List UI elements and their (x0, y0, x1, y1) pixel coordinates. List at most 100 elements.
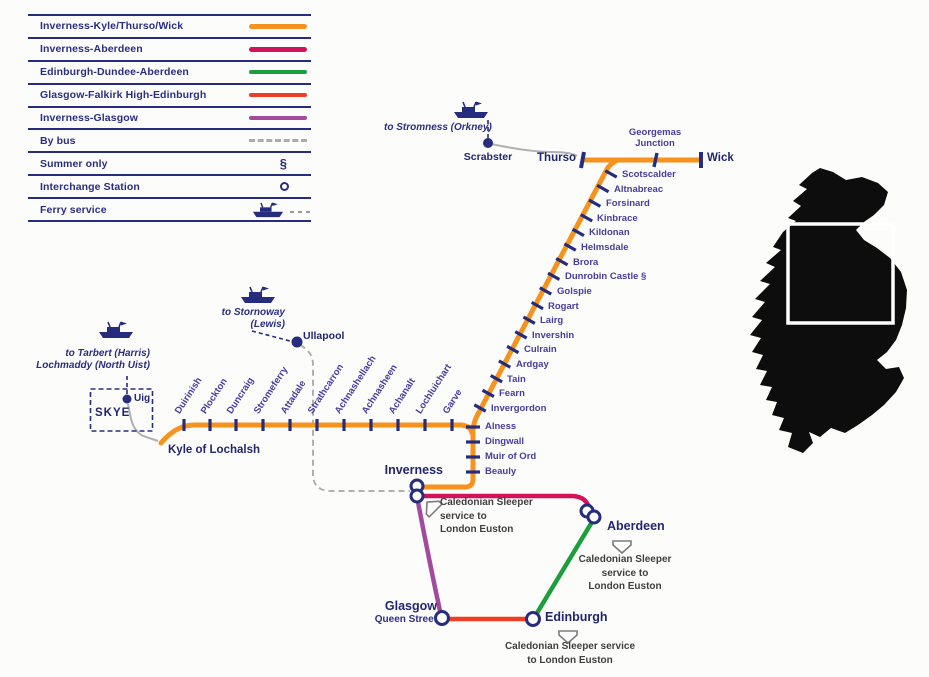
station-label-lairg: Lairg (540, 315, 564, 326)
note-line: Caledonian Sleeper service (504, 641, 636, 652)
inset-coverage-rectangle (786, 222, 895, 325)
tick-rogart (530, 300, 544, 311)
tick-dunrobin-castle (547, 271, 561, 281)
tarbert-line2: Lochmaddy (North Uist) (36, 359, 150, 371)
station-label-golspie: Golspie (557, 286, 592, 297)
station-label-tain: Tain (507, 374, 526, 385)
tick-ardgay (498, 359, 512, 369)
station-label-uig: Uig (134, 393, 151, 404)
tick-culrain (506, 344, 520, 355)
legend-route-line-swatch (249, 24, 307, 29)
legend-label: Glasgow-Falkirk High-Edinburgh (40, 89, 207, 102)
legend-symbol (241, 139, 307, 143)
tarbert-line1: to Tarbert (Harris) (65, 348, 150, 359)
tick-brora (555, 257, 569, 267)
legend-row-interchange-station: Interchange Station (28, 176, 311, 200)
georgemas-junction-tick (652, 152, 659, 168)
sleeper-arrow-aberdeen (612, 540, 632, 555)
station-label-altnabreac: Altnabreac (614, 184, 664, 195)
route-inverness-glasgow (415, 499, 443, 614)
tick-helmsdale (563, 242, 577, 252)
bus-scrabster-thurso (490, 143, 578, 157)
route-aberdeen-edinburgh (534, 519, 595, 616)
station-label-glasgow: Glasgow (384, 599, 437, 613)
station-label-muir-of-ord: Muir of Ord (485, 451, 537, 462)
station-label-helmsdale: Helmsdale (581, 242, 629, 253)
ferry-icon-stromness (453, 101, 489, 119)
bus-connections (127, 143, 578, 492)
sleeper-note-aberdeen: Caledonian Sleeper service to London Eus… (558, 553, 692, 594)
terminus-bars (579, 151, 703, 169)
station-label-invergordon: Invergordon (491, 403, 547, 414)
sleeper-arrow-edinburgh (558, 630, 578, 645)
tick-altnabreac (596, 183, 610, 194)
sleeper-arrows (425, 500, 632, 645)
ullapool-dot (291, 336, 303, 348)
station-label-edinburgh: Edinburgh (545, 610, 608, 624)
bus-uig-kyle (127, 403, 159, 442)
legend-label: Interchange Station (40, 180, 140, 193)
station-label-dingwall: Dingwall (485, 436, 525, 447)
interchange-circle-icon (280, 182, 289, 192)
note-line: Caledonian Sleeper (578, 554, 672, 565)
tick-invergordon (473, 403, 487, 413)
station-label-brora: Brora (573, 257, 599, 268)
scotland-silhouette (750, 168, 907, 453)
station-label-ardgay: Ardgay (516, 359, 549, 370)
tick-scotscalder (604, 169, 618, 179)
station-label-kinbrace: Kinbrace (597, 213, 638, 224)
tick-forsinard (588, 198, 602, 208)
station-label-scrabster: Scrabster (463, 151, 513, 163)
interchange-stations (409, 478, 602, 627)
bus-ullapool-inverness (299, 344, 410, 492)
station-label-georgemas-junction: Georgemas Junction (605, 127, 705, 149)
ferry-connectors (126, 120, 489, 394)
ferry-icon-stornoway (240, 286, 276, 304)
station-label-wick: Wick (707, 152, 734, 164)
station-label-fearn: Fearn (499, 388, 525, 399)
ferry-label-tarbert: to Tarbert (Harris) Lochmaddy (North Uis… (20, 348, 150, 371)
port-dots (122, 138, 493, 404)
scrabster-dot (483, 138, 493, 148)
tick-kildonan (571, 227, 585, 238)
station-label-beauly: Beauly (485, 466, 517, 477)
routes (158, 157, 702, 622)
legend-label: By bus (40, 134, 76, 147)
ferry-icon-tarbert (98, 321, 134, 339)
legend-symbol (241, 115, 307, 121)
legend-label: Ferry service (40, 203, 107, 216)
stornoway-line2: (Lewis) (250, 318, 285, 330)
legend-row-edinburgh-dundee-aberdeen: Edinburgh-Dundee-Aberdeen (28, 62, 311, 85)
ferry-label-stromness: to Stromness (Orkney) (384, 122, 492, 133)
note-line: London Euston (440, 524, 514, 535)
stornoway-line1: to Stornoway (221, 307, 285, 318)
legend-label: Summer only (40, 157, 108, 170)
scotland-inset-map (750, 168, 907, 453)
station-label-dunrobin-castle: Dunrobin Castle § (565, 271, 647, 282)
legend-route-line-swatch (249, 47, 307, 52)
legend-symbol (241, 47, 307, 52)
station-label-thurso: Thurso (537, 152, 576, 164)
tick-golspie (539, 286, 553, 296)
station-label-scotscalder: Scotscalder (622, 169, 676, 180)
station-ticks (182, 169, 618, 474)
georgemas-line2: Junction (635, 138, 675, 149)
section-mark-icon: § (279, 156, 287, 172)
island-label-skye: SKYE (95, 407, 131, 419)
legend-bus-dashed-line (249, 139, 307, 143)
tick-lairg (522, 315, 536, 325)
skye-island-box (89, 388, 154, 432)
tick-fearn (481, 388, 495, 398)
legend-row-by-bus: By bus (28, 130, 311, 154)
tick-invershin (514, 330, 528, 340)
glasgow-interchange (434, 610, 450, 626)
legend-symbol: § (241, 156, 307, 171)
station-label-rogart: Rogart (548, 301, 579, 312)
legend-row-inverness-kyle-thurso-wick: Inverness-Kyle/Thurso/Wick (28, 16, 311, 39)
inverness-interchange-south (409, 488, 425, 504)
ferry-dash-stornoway (251, 330, 291, 342)
station-label-ullapool: Ullapool (303, 330, 345, 342)
legend-symbol (241, 24, 307, 29)
